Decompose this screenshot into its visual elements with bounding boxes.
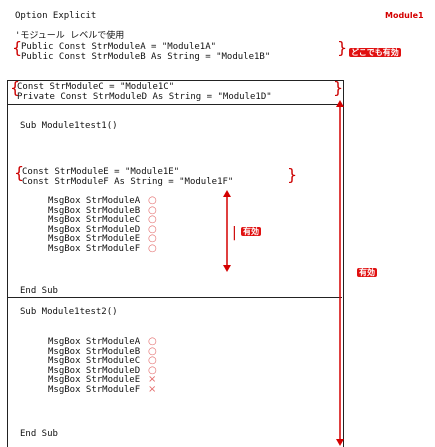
msgbox-call: MsgBox StrModuleC xyxy=(48,215,141,225)
circle-mark-icon: ○ xyxy=(148,233,157,244)
module-name-label: Module1 xyxy=(385,11,424,20)
circle-mark-icon: ○ xyxy=(148,336,157,347)
msgbox-call: MsgBox StrModuleE xyxy=(48,375,141,385)
brace-icon: | xyxy=(232,225,237,241)
circle-mark-icon: ○ xyxy=(148,223,157,235)
msgbox-call: MsgBox StrModuleA xyxy=(48,196,141,206)
sub1-scope-arrow xyxy=(223,190,231,272)
public-const-b: Public Const StrModuleB As String = "Mod… xyxy=(21,52,271,62)
brace-icon: { xyxy=(14,163,25,182)
circle-mark-icon: ○ xyxy=(148,195,157,206)
circle-mark-icon: ○ xyxy=(148,214,157,225)
brace-icon: { xyxy=(12,38,23,57)
msgbox-call: MsgBox StrModuleF xyxy=(48,384,141,395)
msgbox-call: MsgBox StrModuleB xyxy=(48,205,141,216)
circle-mark-icon: ○ xyxy=(148,364,157,376)
sub1-end: End Sub xyxy=(20,286,58,296)
sub2-header: Sub Module1test2() xyxy=(20,307,118,317)
module-level-comment: 'モジュール レベルで使用 xyxy=(15,31,125,41)
circle-mark-icon: ○ xyxy=(148,204,157,216)
divider xyxy=(7,104,342,105)
sub1-valid-badge: 有効 xyxy=(241,227,261,236)
brace-icon: { xyxy=(10,78,21,97)
module-frame xyxy=(7,80,344,447)
cross-mark-icon: × xyxy=(148,383,157,395)
circle-mark-icon: ○ xyxy=(148,345,157,357)
msgbox-call: MsgBox StrModuleA xyxy=(48,337,141,347)
public-const-a: Public Const StrModuleA = "Module1A" xyxy=(21,42,217,52)
msgbox-call: MsgBox StrModuleE xyxy=(48,234,141,244)
private-const-d: Private Const StrModuleD As String = "Mo… xyxy=(17,92,272,102)
msgbox-call: MsgBox StrModuleD xyxy=(48,224,141,235)
msgbox-call: MsgBox StrModuleD xyxy=(48,365,141,376)
circle-mark-icon: ○ xyxy=(148,242,157,254)
divider xyxy=(7,297,342,298)
cross-mark-icon: × xyxy=(148,374,157,385)
brace-icon: } xyxy=(337,38,348,57)
brace-icon: } xyxy=(287,165,298,184)
msgbox-call: MsgBox StrModuleF xyxy=(48,243,141,254)
scope-badge-everywhere: どこでも有効 xyxy=(349,48,401,57)
circle-mark-icon: ○ xyxy=(148,355,157,366)
module-scope-arrow xyxy=(336,100,344,446)
module-scope-badge: 有効 xyxy=(357,268,377,277)
sub1-header: Sub Module1test1() xyxy=(20,121,118,131)
const-e: Const StrModuleE = "Module1E" xyxy=(22,167,180,177)
brace-icon: } xyxy=(333,78,344,97)
msgbox-call: MsgBox StrModuleB xyxy=(48,346,141,357)
option-explicit: Option Explicit xyxy=(15,11,97,21)
const-c: Const StrModuleC = "Module1C" xyxy=(17,82,175,92)
sub2-end: End Sub xyxy=(20,429,58,439)
msgbox-call: MsgBox StrModuleC xyxy=(48,356,141,366)
const-f: Const StrModuleF As String = "Module1F" xyxy=(22,177,234,187)
